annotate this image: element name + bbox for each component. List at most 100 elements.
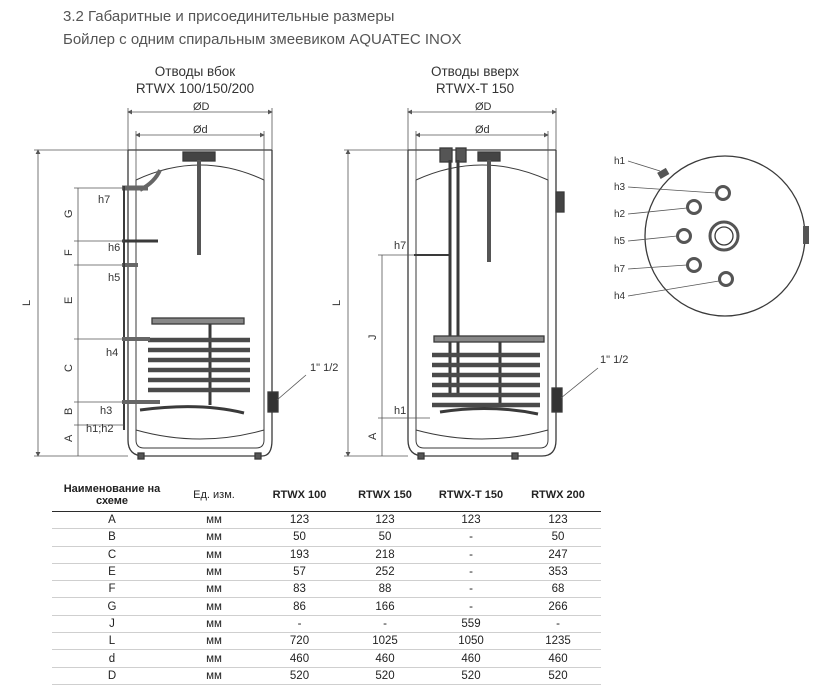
left-dim-E: E — [63, 297, 75, 304]
left-dim-d: Ød — [193, 124, 208, 136]
right-caption-line1: Отводы вверх — [430, 64, 520, 79]
table-cell: 123 — [343, 511, 427, 530]
top-label-h4: h4 — [614, 291, 626, 302]
table-cell: 1050 — [427, 632, 515, 651]
table-cell: мм — [172, 632, 256, 651]
left-dim-F: F — [63, 249, 75, 256]
table-cell: 218 — [343, 546, 427, 564]
table-cell: B — [52, 528, 172, 547]
table-cell: 520 — [427, 667, 515, 685]
table-cell: мм — [172, 615, 256, 634]
top-label-h7: h7 — [614, 264, 626, 275]
left-label-h1h2: h1;h2 — [86, 423, 114, 435]
left-dim-D: ØD — [193, 101, 210, 113]
left-label-h5: h5 — [108, 272, 120, 284]
left-dim-G: G — [63, 209, 75, 218]
table-cell: 252 — [343, 563, 427, 582]
table-cell: - — [343, 615, 427, 634]
table-cell: - — [427, 546, 515, 564]
table-cell: 520 — [343, 667, 427, 685]
top-view-drawing — [644, 155, 809, 317]
left-dim-C: C — [63, 364, 75, 372]
left-dim-A: A — [63, 434, 75, 442]
table-cell: C — [52, 546, 172, 564]
table-cell: 57 — [256, 563, 343, 582]
table-cell: - — [427, 597, 515, 616]
table-cell: 83 — [256, 580, 343, 599]
right-dim-A: A — [367, 432, 379, 440]
table-cell: 247 — [515, 546, 601, 564]
col-header-rtwx100: RTWX 100 — [256, 479, 343, 512]
table-cell: 520 — [515, 667, 601, 685]
left-label-h6: h6 — [108, 242, 120, 254]
col-header-rtwx200: RTWX 200 — [515, 479, 601, 512]
left-dim-L: L — [21, 300, 33, 306]
table-cell: 123 — [256, 511, 343, 530]
top-view-leaders — [627, 160, 720, 297]
table-cell: d — [52, 649, 172, 668]
left-dim-B: B — [63, 408, 75, 415]
right-dim-D: ØD — [475, 101, 492, 113]
table-cell: 50 — [515, 528, 601, 547]
right-caption-line2: RTWX-T 150 — [435, 81, 515, 96]
table-cell: 86 — [256, 597, 343, 616]
table-cell: 68 — [515, 580, 601, 599]
table-cell: 460 — [343, 649, 427, 668]
right-label-h1: h1 — [394, 405, 406, 417]
right-view-caption: Отводы вверх RTWX-T 150 — [380, 63, 570, 97]
table-cell: - — [515, 615, 601, 634]
left-view-caption: Отводы вбок RTWX 100/150/200 — [100, 63, 290, 97]
table-cell: мм — [172, 528, 256, 547]
top-label-h2: h2 — [614, 209, 626, 220]
top-label-h5: h5 — [614, 236, 626, 247]
table-cell: мм — [172, 563, 256, 582]
left-caption-line2: RTWX 100/150/200 — [135, 81, 255, 96]
table-cell: 50 — [343, 528, 427, 547]
left-label-h4: h4 — [106, 347, 118, 359]
table-cell: 460 — [515, 649, 601, 668]
table-cell: 1025 — [343, 632, 427, 651]
col-header-unit: Ед. изм. — [172, 479, 256, 512]
table-cell: F — [52, 580, 172, 599]
right-dim-d: Ød — [475, 124, 490, 136]
table-cell: 1235 — [515, 632, 601, 651]
right-dim-L: L — [331, 300, 343, 306]
table-cell: G — [52, 597, 172, 616]
left-boiler-drawing — [122, 149, 279, 460]
table-cell: 520 — [256, 667, 343, 685]
left-caption-line1: Отводы вбок — [154, 64, 236, 79]
table-cell: 460 — [256, 649, 343, 668]
table-cell: D — [52, 667, 172, 685]
table-cell: мм — [172, 580, 256, 599]
left-label-thread: 1" 1/2 — [310, 362, 338, 374]
table-cell: мм — [172, 511, 256, 530]
right-label-thread: 1" 1/2 — [600, 354, 628, 366]
right-label-h7: h7 — [394, 240, 406, 252]
table-cell: 123 — [515, 511, 601, 530]
technical-drawing: ØD Ød L G F E C B A h7 h6 h5 h4 h3 h1;h2… — [21, 101, 809, 460]
table-cell: 720 — [256, 632, 343, 651]
table-cell: - — [256, 615, 343, 634]
table-cell: E — [52, 563, 172, 582]
section-subtitle: Бойлер с одним спиральным змеевиком AQUA… — [63, 31, 462, 48]
col-header-name: Наименование на схеме — [52, 479, 172, 512]
table-cell: A — [52, 511, 172, 530]
right-dimension-lines — [344, 108, 557, 457]
left-label-h3: h3 — [100, 405, 112, 417]
table-cell: 266 — [515, 597, 601, 616]
top-view-labels: h1 h3 h2 h5 h7 h4 — [614, 156, 626, 302]
section-title: 3.2 Габаритные и присоединительные разме… — [63, 8, 395, 25]
table-cell: 353 — [515, 563, 601, 582]
col-header-rtwx150: RTWX 150 — [343, 479, 427, 512]
left-dimension-labels: ØD Ød L G F E C B A h7 h6 h5 h4 h3 h1;h2… — [21, 101, 338, 442]
